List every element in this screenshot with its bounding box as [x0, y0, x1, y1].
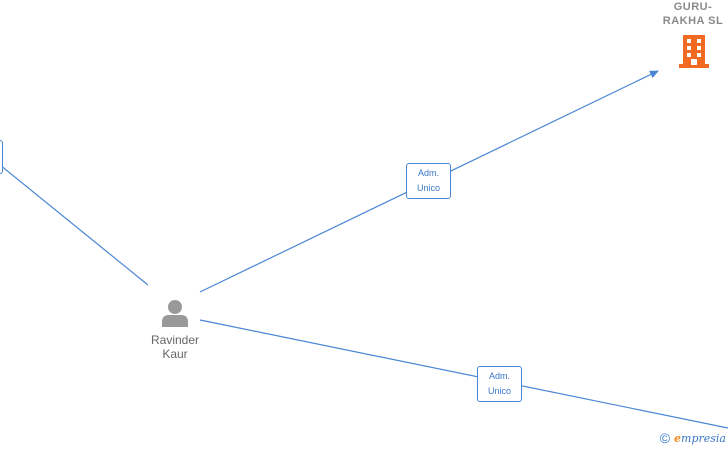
edge-label-company[interactable]: Adm. Unico — [406, 163, 451, 199]
edge-label-line2: Unico — [487, 386, 511, 396]
edge-label-line2: Unico — [416, 183, 440, 193]
edge-label-line1: Adm. — [417, 168, 439, 178]
edge-label-offscreen[interactable]: Adm. Unico — [477, 366, 522, 402]
brand-logo: empresia — [674, 432, 726, 445]
company-name-label[interactable]: GURU- RAKHA SL — [648, 0, 728, 28]
footer-watermark: © empresia — [660, 430, 726, 446]
company-name-line1: GURU- — [673, 1, 713, 13]
edge-label-line1: Adm. — [488, 371, 510, 381]
brand-name: mpresia — [681, 431, 726, 445]
brand-initial: e — [674, 431, 682, 445]
building-icon[interactable] — [679, 35, 709, 68]
company-name-line2: RAKHA SL — [662, 15, 724, 27]
edge-person-to-offscreen — [199, 319, 728, 429]
person-name-line1: Ravinder — [150, 333, 200, 347]
edge-offscreen-to-person — [0, 164, 149, 286]
copyright-icon: © — [659, 430, 671, 446]
person-name-line2: Kaur — [162, 347, 188, 361]
person-icon[interactable] — [162, 300, 188, 327]
person-name-label[interactable]: Ravinder Kaur — [135, 333, 215, 361]
offscreen-edge-label[interactable] — [0, 140, 3, 174]
